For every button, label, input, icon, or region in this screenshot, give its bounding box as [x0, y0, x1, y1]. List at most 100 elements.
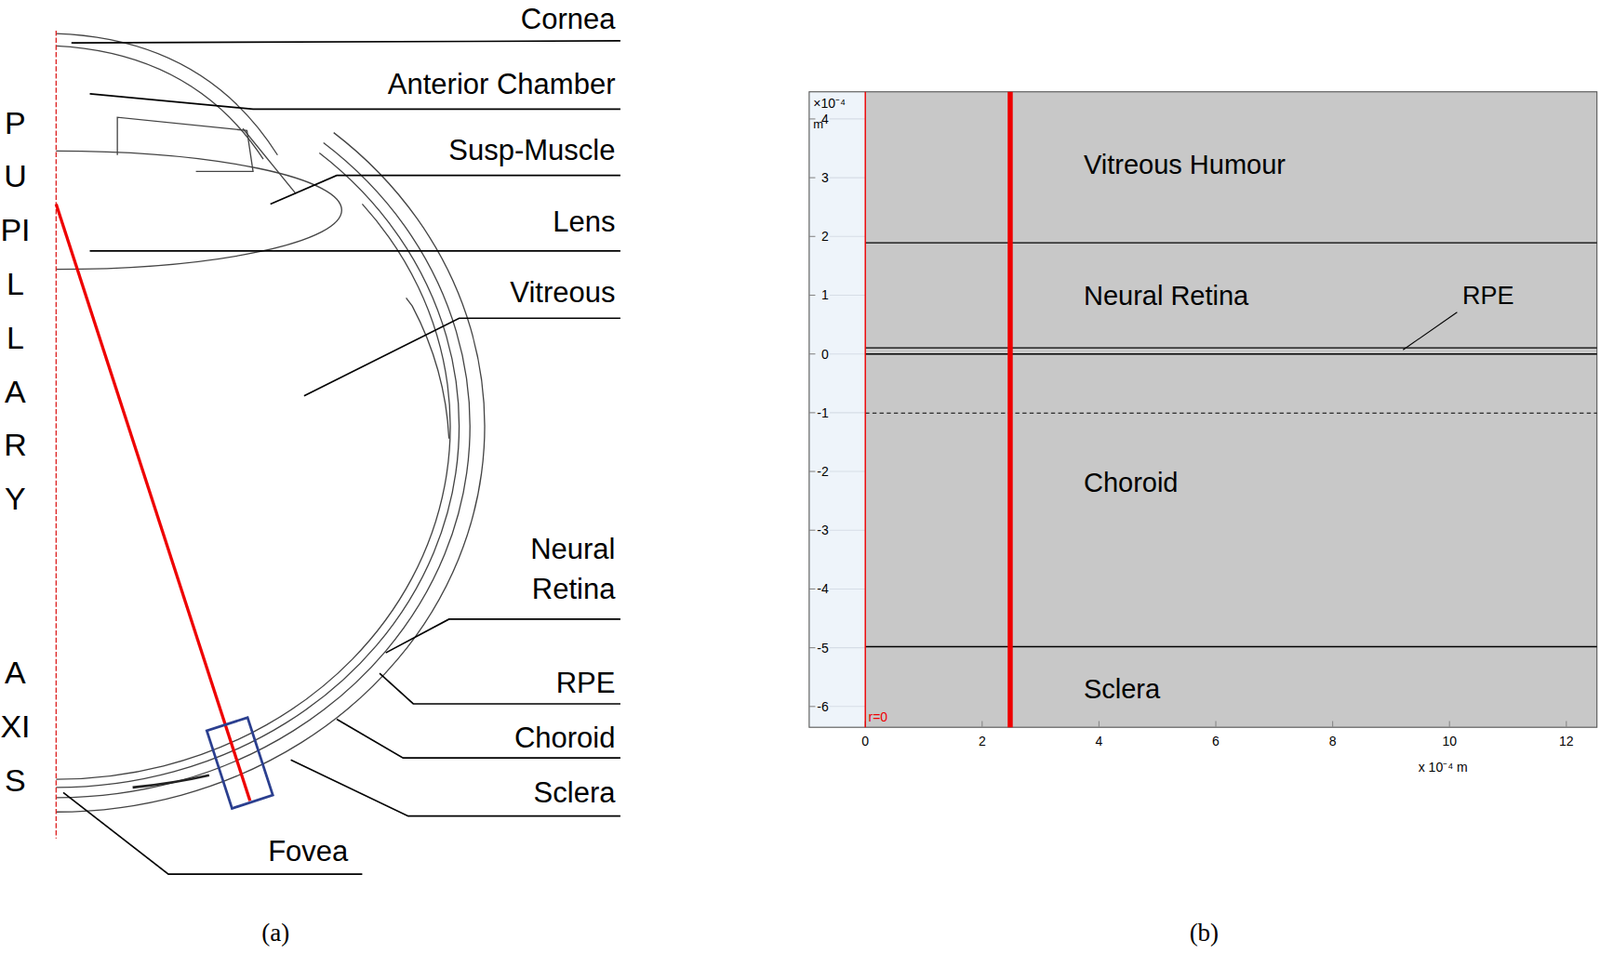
plot-area — [809, 92, 1598, 728]
tick-mark — [829, 530, 866, 532]
part-label: Vitreous — [509, 276, 615, 310]
tick-mark — [809, 353, 816, 355]
tick-mark — [809, 294, 816, 296]
leader-lines — [386, 619, 621, 654]
tick-label: 4 — [1094, 733, 1103, 749]
suspensory-muscle — [242, 128, 296, 194]
axis-unit: ×10⁻⁴ — [813, 95, 846, 111]
leader-lines — [270, 175, 621, 205]
layer-label: Sclera — [1083, 674, 1160, 706]
beam-line — [55, 203, 250, 801]
eye-outline — [55, 33, 278, 156]
eye-outline — [406, 297, 450, 439]
tick-mark — [829, 236, 866, 238]
tick-mark — [1332, 721, 1334, 729]
layer-boundaries — [865, 346, 1598, 348]
beam-line — [55, 203, 250, 801]
layer-label: RPE — [1462, 282, 1515, 312]
rpe-leader — [1402, 312, 1457, 351]
part-label: Sclera — [533, 777, 616, 812]
tick-mark — [809, 530, 816, 532]
rpe-leader — [1402, 312, 1457, 351]
suspensory-muscle — [117, 117, 254, 172]
part-label: Neural Retina — [484, 529, 615, 611]
layer-label: Vitreous Humour — [1083, 149, 1286, 181]
tick-label: 1 — [821, 287, 829, 303]
tick-label: 2 — [978, 733, 987, 749]
zoom-box — [206, 718, 273, 810]
leader-lines — [304, 318, 621, 396]
plot-area — [809, 92, 866, 728]
tick-mark — [809, 236, 816, 238]
tick-mark — [1098, 721, 1100, 729]
tick-mark — [809, 706, 816, 707]
tick-mark — [829, 647, 866, 649]
layer-boundaries — [865, 242, 1598, 647]
eye-outline — [55, 133, 485, 814]
tick-label: 8 — [1329, 733, 1337, 749]
axis-title: PUPILLARY — [0, 95, 31, 526]
axis-unit: x 10⁻⁴ m — [1418, 760, 1468, 775]
eye-outline — [55, 203, 451, 780]
tick-label: 10 — [1441, 733, 1457, 749]
tick-label: 12 — [1559, 733, 1574, 749]
tick-label: 2 — [821, 228, 829, 244]
suspensory-muscle — [117, 117, 296, 194]
tick-label: -6 — [816, 699, 828, 715]
eye-outline — [55, 33, 485, 813]
tick-label: -5 — [816, 640, 828, 656]
tick-label: 0 — [821, 346, 829, 362]
tissue-layer-band: Neural Retina — [865, 242, 1598, 348]
axis-lines — [865, 92, 1011, 728]
axis-lines — [1007, 92, 1013, 728]
tick-mark — [1449, 721, 1451, 729]
tick-mark — [809, 177, 816, 179]
panel-label: (b) — [1189, 919, 1219, 948]
layer-label: Neural Retina — [1083, 281, 1249, 313]
tick-label: 3 — [821, 170, 829, 186]
pupillary-axis — [55, 30, 57, 840]
tissue-layer-band: Sclera — [865, 646, 1598, 728]
axis-lines — [864, 92, 866, 728]
leader-lines — [71, 40, 621, 43]
zoom-box — [206, 718, 273, 810]
layer-boundaries — [865, 241, 1598, 243]
eye-outline — [55, 45, 264, 160]
leader-lines — [63, 40, 621, 875]
tick-mark — [829, 471, 866, 473]
eye-outline — [133, 775, 210, 788]
plot-area — [809, 92, 1598, 728]
eye-outline — [55, 153, 459, 788]
layer-label: Choroid — [1083, 467, 1179, 499]
leader-lines — [90, 250, 621, 253]
axis-title: AXIS — [0, 646, 31, 808]
tick-mark — [829, 588, 866, 590]
tick-mark — [829, 412, 866, 414]
tick-mark — [809, 412, 816, 414]
part-label: Anterior Chamber — [387, 67, 616, 102]
tissue-layer-band: Choroid — [865, 354, 1598, 648]
tick-mark — [829, 353, 866, 355]
layer-boundaries — [865, 413, 1598, 414]
tick-label: 6 — [1212, 733, 1220, 749]
leader-lines — [336, 719, 621, 759]
part-label: RPE — [556, 666, 616, 701]
tick-mark — [809, 471, 816, 473]
tick-mark — [829, 118, 866, 120]
tissue-layer-band: Vitreous Humour — [865, 92, 1598, 243]
plot-area — [865, 92, 1598, 728]
leader-lines — [63, 792, 362, 875]
tick-mark — [1214, 721, 1216, 729]
panel-label: (a) — [261, 919, 290, 948]
tick-mark — [809, 647, 816, 649]
tick-label: 4 — [821, 111, 829, 127]
layer-boundaries — [865, 353, 1598, 355]
tick-label: -2 — [816, 464, 828, 480]
tick-label: -4 — [816, 581, 828, 597]
part-label: Susp-Muscle — [448, 134, 615, 169]
tick-mark — [829, 177, 866, 179]
tick-mark — [829, 706, 866, 707]
layer-boundaries — [865, 646, 1598, 648]
